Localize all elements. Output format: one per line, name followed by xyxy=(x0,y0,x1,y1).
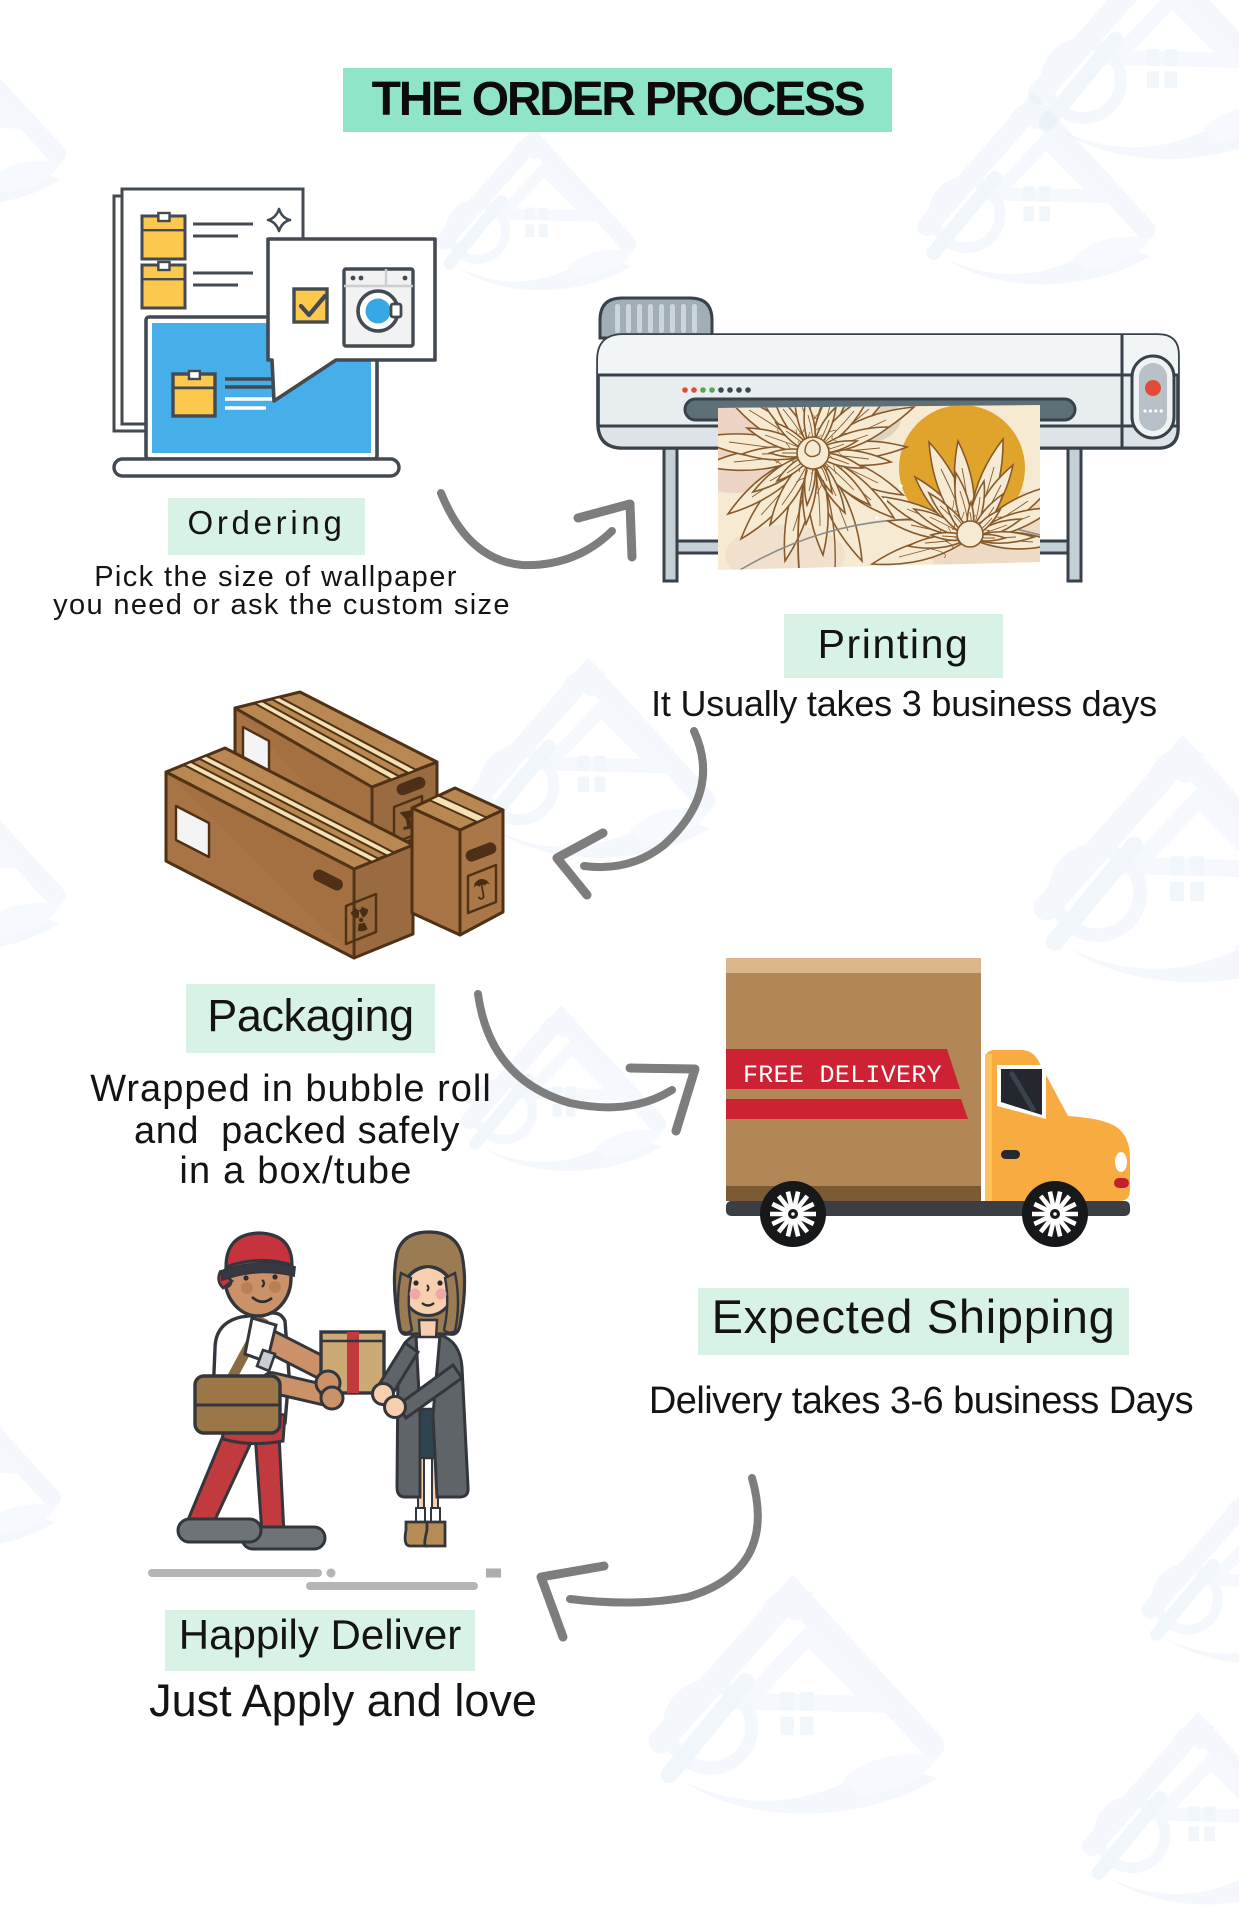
svg-text:FREE DELIVERY: FREE DELIVERY xyxy=(743,1061,942,1090)
